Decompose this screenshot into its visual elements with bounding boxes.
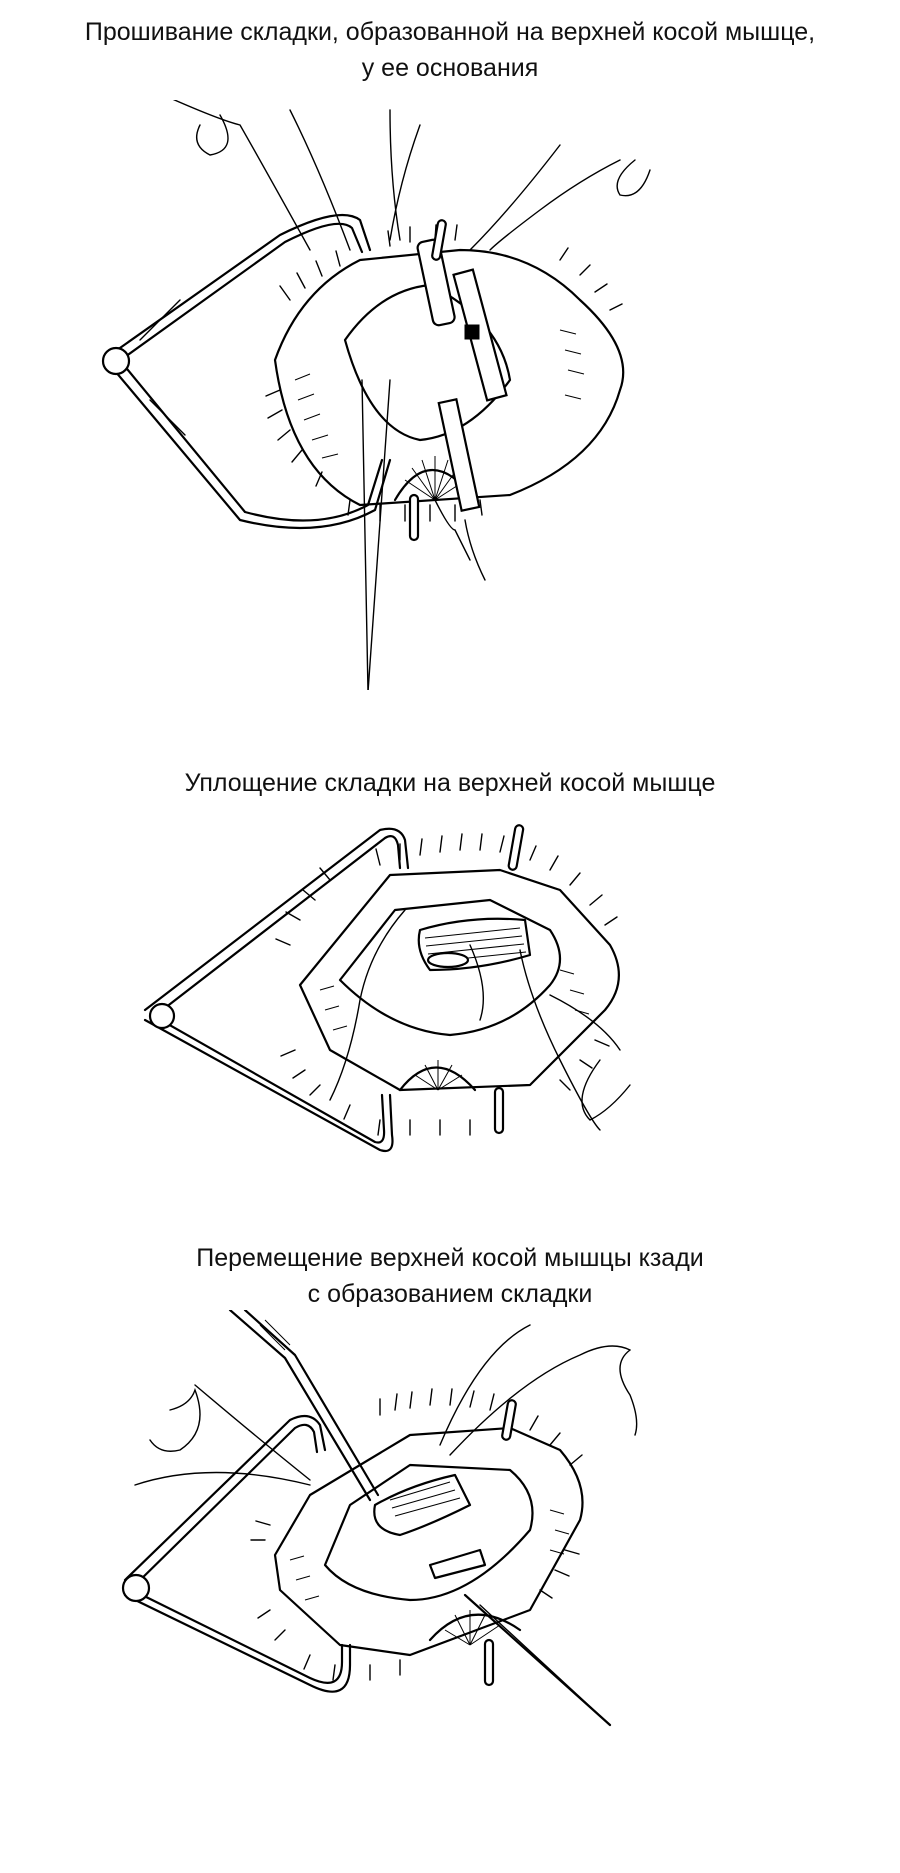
figure-1-caption: Прошивание складки, образованной на верх… [0, 14, 900, 86]
figure-3-caption-line-1: Перемещение верхней косой мышцы кзади [196, 1244, 704, 1272]
figure-1-caption-line-2: у ее основания [361, 54, 539, 82]
figure-2-illustration [130, 820, 730, 1190]
speculum-hinge-icon [121, 1573, 151, 1603]
figure-2-caption-line-1: Уплощение складки на верхней косой мышце [184, 769, 716, 797]
figure-1-illustration [90, 100, 740, 690]
eye-speculum-muscle-displacement-drawing [121, 1310, 638, 1727]
eye-speculum-flattened-fold-drawing [143, 824, 631, 1153]
figure-2-caption: Уплощение складки на верхней косой мышце [0, 765, 900, 801]
figure-3-illustration [110, 1310, 670, 1760]
figure-1-caption-line-1: Прошивание складки, образованной на верх… [84, 18, 816, 46]
speculum-hinge-icon [148, 1002, 176, 1030]
figure-3-caption-line-2: с образованием складки [307, 1280, 593, 1308]
figure-3-caption: Перемещение верхней косой мышцы кзади с … [0, 1240, 900, 1312]
eye-speculum-suture-drawing [101, 100, 651, 690]
clamp-knob-icon [464, 324, 480, 340]
speculum-hinge-icon [101, 346, 131, 376]
